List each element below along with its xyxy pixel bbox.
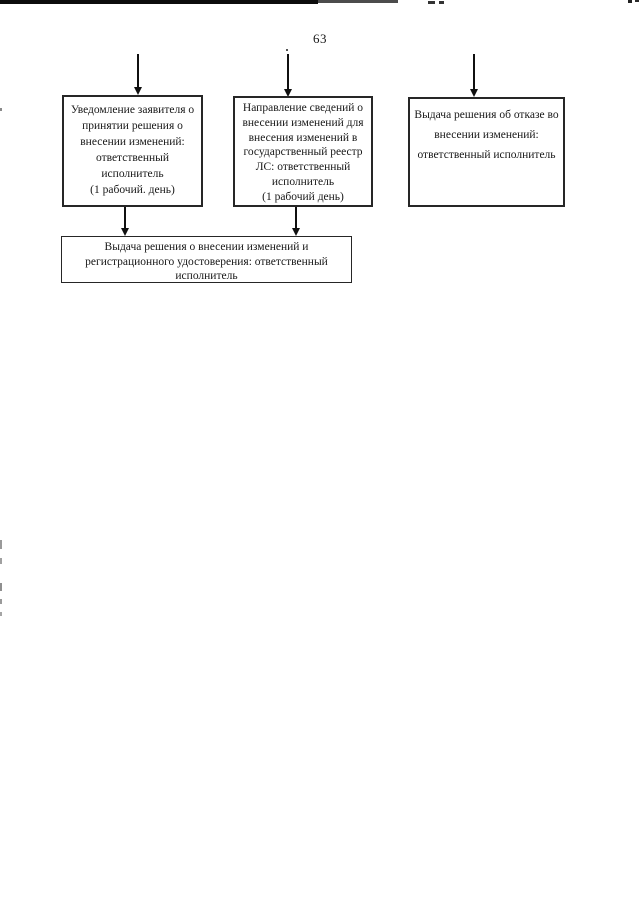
arrow-shaft (295, 207, 297, 228)
arrow-down-into-box-2 (283, 54, 293, 97)
arrow-shaft (137, 54, 139, 87)
arrow-shaft (473, 54, 475, 89)
box-text-line: Уведомление заявителя о (70, 104, 195, 116)
scan-artifact-left-edge (0, 558, 2, 564)
arrow-down-into-box-3 (469, 54, 479, 97)
arrow-head-icon (470, 89, 478, 97)
arrow-shaft (287, 54, 289, 89)
box-text-line: принятии решения о (82, 120, 183, 132)
arrow-head-icon (292, 228, 300, 236)
scan-artifact-mark (439, 1, 444, 4)
arrow-head-icon (134, 87, 142, 95)
scan-artifact-top-bar-gray (318, 0, 398, 3)
box-text-line: регистрационного удостоверения: ответств… (85, 255, 328, 268)
scan-artifact-left-edge (0, 108, 2, 111)
scan-artifact-left-edge (0, 540, 2, 549)
box-text-line: государственный реестр (243, 146, 363, 159)
box-text-line: (1 рабочий день) (262, 190, 344, 203)
box-text-line: Выдача решения о внесении изменений и (104, 241, 309, 253)
box-text-line: Направление сведений о (242, 102, 364, 114)
box-text-line: внесении изменений: (434, 129, 539, 141)
arrow-down-into-box-1 (133, 54, 143, 95)
flow-box-notification-of-decision: Уведомление заявителя о принятии решения… (62, 95, 203, 207)
box-text-line: (1 рабочий. день) (90, 184, 175, 196)
box-text-line: внесении изменений: (80, 136, 185, 148)
box-text-line: исполнитель (271, 175, 335, 188)
scan-artifact-speck (286, 49, 288, 51)
flow-box-issue-refusal-decision: Выдача решения об отказе во внесении изм… (408, 97, 565, 207)
arrow-shaft (124, 207, 126, 228)
box-text-line: внесении изменений для (242, 116, 364, 129)
scan-artifact-left-edge (0, 583, 2, 591)
flow-box-sending-information-to-registry: Направление сведений о внесении изменени… (233, 96, 373, 207)
box-text-line: внесения изменений в (248, 131, 358, 144)
box-text-line: исполнитель (175, 270, 238, 282)
scan-artifact-mark (428, 1, 435, 4)
box-text-line: Выдача решения об отказе во (414, 109, 559, 121)
box-text-line: ответственный (95, 152, 170, 164)
arrow-head-icon (284, 89, 292, 97)
scan-artifact-corner-speck (628, 0, 632, 3)
box-text-line: ЛС: ответственный (255, 161, 351, 174)
scan-artifact-left-edge (0, 612, 2, 616)
scan-artifact-top-bar (0, 0, 318, 4)
arrow-head-icon (121, 228, 129, 236)
scan-artifact-corner-speck (635, 0, 639, 2)
arrow-box-1-to-bottom-box (120, 207, 130, 236)
flow-box-issue-decision-and-certificate: Выдача решения о внесении изменений и ре… (61, 236, 352, 283)
box-text-line: исполнитель (101, 168, 164, 180)
scan-artifact-left-edge (0, 599, 2, 604)
page-number: 63 (313, 31, 327, 46)
box-text-line: ответственный исполнитель (417, 149, 556, 161)
arrow-box-2-to-bottom-box (291, 207, 301, 236)
